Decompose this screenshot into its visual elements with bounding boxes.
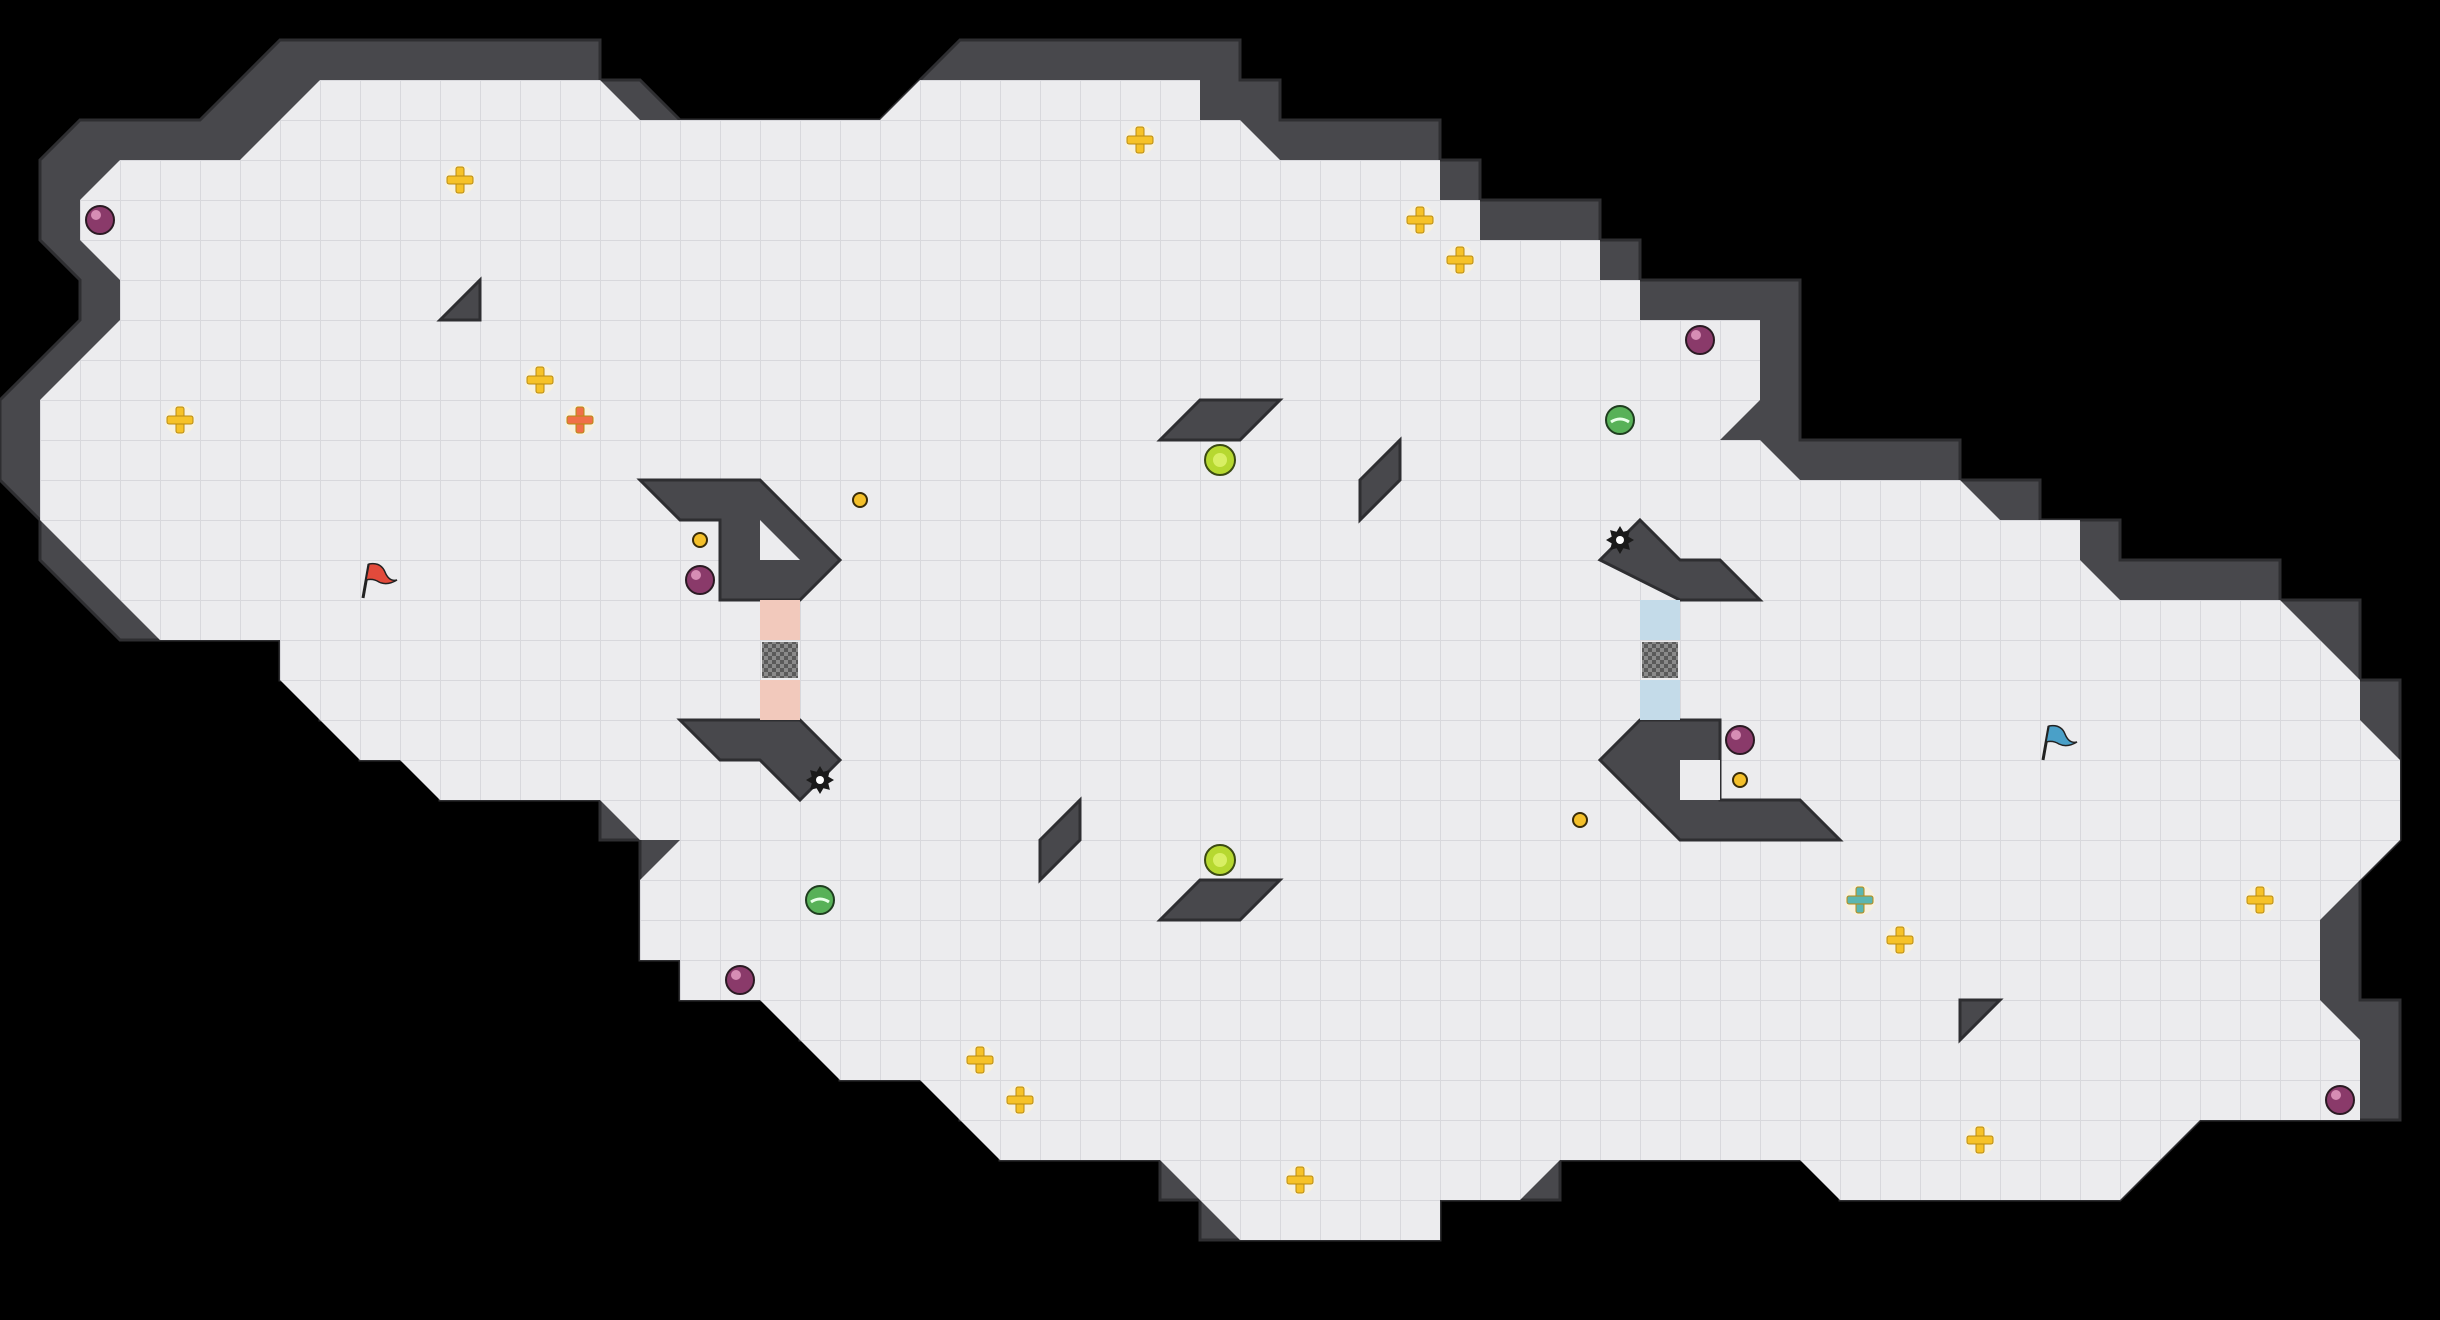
yellow-boost: [1445, 245, 1475, 275]
center-bottom-ramp: [1156, 878, 1284, 922]
powerup: [1204, 444, 1236, 476]
red-gate-top: [760, 600, 800, 640]
yellow-boost: [1885, 925, 1915, 955]
blue-flag: [2041, 724, 2078, 761]
red-flag: [361, 562, 398, 599]
bomb: [2325, 1085, 2355, 1115]
yellow-boost: [965, 1045, 995, 1075]
yellow-boost: [445, 165, 475, 195]
button: [1732, 772, 1748, 788]
yellow-boost: [165, 405, 195, 435]
yellow-boost: [1965, 1125, 1995, 1155]
floor-area: [40, 80, 2400, 1240]
bomb: [1685, 325, 1715, 355]
blue-gate-top: [1640, 600, 1680, 640]
button: [692, 532, 708, 548]
red-gate: [762, 642, 798, 678]
red-team-boost: [565, 405, 595, 435]
inner-wall-diag: [436, 276, 482, 322]
blue-team-boost: [1845, 885, 1875, 915]
yellow-boost: [525, 365, 555, 395]
blue-gate: [1642, 642, 1678, 678]
bomb: [1725, 725, 1755, 755]
center-top-ramp: [1156, 398, 1284, 442]
spike: [1606, 526, 1634, 554]
blue-base-inner-floor: [1680, 760, 1720, 800]
inner-wall-diag: [1958, 998, 2004, 1044]
blue-gate-bottom: [1640, 680, 1680, 720]
bomb: [85, 205, 115, 235]
center-top-right-ramp: [1358, 436, 1402, 524]
button: [1572, 812, 1588, 828]
spike: [806, 766, 834, 794]
center-bottom-left-ramp: [1038, 796, 1082, 884]
yellow-boost: [1125, 125, 1155, 155]
yellow-boost: [1005, 1085, 1035, 1115]
blue-base-top-wall: [1597, 517, 1764, 602]
button: [852, 492, 868, 508]
juke-juice: [1605, 405, 1635, 435]
red-gate-bottom: [760, 680, 800, 720]
juke-juice: [805, 885, 835, 915]
bomb: [725, 965, 755, 995]
bomb: [685, 565, 715, 595]
yellow-boost: [1405, 205, 1435, 235]
yellow-boost: [2245, 885, 2275, 915]
yellow-boost: [1285, 1165, 1315, 1195]
powerup: [1204, 844, 1236, 876]
red-base-inner-floor: [760, 520, 800, 560]
